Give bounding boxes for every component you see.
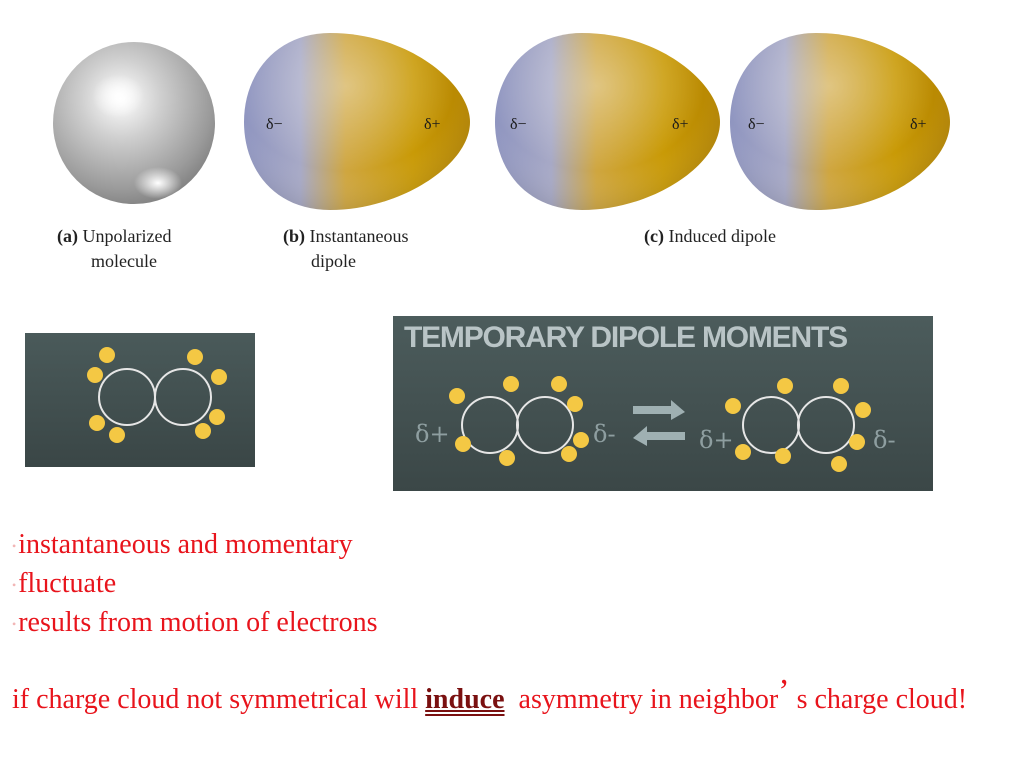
note-emphasis: induce	[425, 684, 505, 715]
temporary-dipole-panel: δ+ δ- δ+ δ-	[393, 316, 933, 491]
bullet-list: •instantaneous and momentary •fluctuate …	[12, 526, 377, 643]
delta-plus-symbol: δ+	[699, 426, 734, 454]
caption-b: (b) Instantaneous dipole	[283, 224, 408, 274]
note-apostrophe: ’	[778, 673, 790, 710]
caption-b-line2: dipole	[311, 251, 356, 271]
bullet-dot-icon: •	[12, 617, 17, 632]
delta-minus-label: δ−	[266, 116, 283, 133]
note-tail: s charge cloud!	[789, 684, 968, 715]
bullet-dot-icon: •	[12, 539, 17, 554]
delta-minus-symbol: δ-	[593, 420, 616, 448]
delta-plus-label: δ+	[672, 116, 689, 133]
bullet-text: fluctuate	[18, 568, 117, 600]
bullet-text: instantaneous and momentary	[18, 529, 353, 560]
note-post: asymmetry in neighbor	[504, 684, 779, 715]
caption-a-letter: (a)	[57, 226, 78, 246]
delta-plus-symbol: δ+	[415, 420, 450, 448]
unpolarized-molecule	[53, 42, 215, 204]
induce-note: if charge cloud not symmetrical will ind…	[12, 675, 1012, 720]
caption-a: (a) Unpolarized molecule	[57, 224, 171, 274]
caption-b-line1: Instantaneous	[309, 226, 409, 246]
delta-plus-label: δ+	[424, 116, 441, 133]
caption-b-letter: (b)	[283, 226, 305, 246]
caption-a-line1: Unpolarized	[82, 226, 172, 246]
delta-plus-label: δ+	[910, 116, 927, 133]
panel-title: TEMPORARY DIPOLE MOMENTS	[404, 321, 848, 354]
caption-a-line2: molecule	[91, 251, 157, 271]
bullet-text: results from motion of electrons	[18, 607, 378, 639]
molecule-figure: δ− δ+ δ− δ+ δ− δ+	[53, 33, 950, 210]
bullet-item: •instantaneous and momentary	[12, 526, 377, 565]
caption-c-letter: (c)	[644, 226, 664, 246]
delta-minus-label: δ−	[510, 116, 527, 133]
bullet-item: •results from motion of electrons	[12, 604, 377, 643]
instantaneous-dipole-molecule	[244, 33, 470, 210]
note-pre: if charge cloud not symmetrical will	[12, 684, 426, 715]
caption-c-line1: Induced dipole	[668, 226, 776, 246]
atom-pair-panel	[25, 333, 255, 467]
delta-minus-label: δ−	[748, 116, 765, 133]
bullet-dot-icon: •	[12, 578, 17, 593]
induced-dipole-molecule-2	[730, 33, 950, 210]
delta-minus-symbol: δ-	[873, 426, 896, 454]
caption-c: (c) Induced dipole	[644, 224, 776, 249]
induced-dipole-molecule-1	[495, 33, 720, 210]
bullet-item: •fluctuate	[12, 565, 377, 604]
